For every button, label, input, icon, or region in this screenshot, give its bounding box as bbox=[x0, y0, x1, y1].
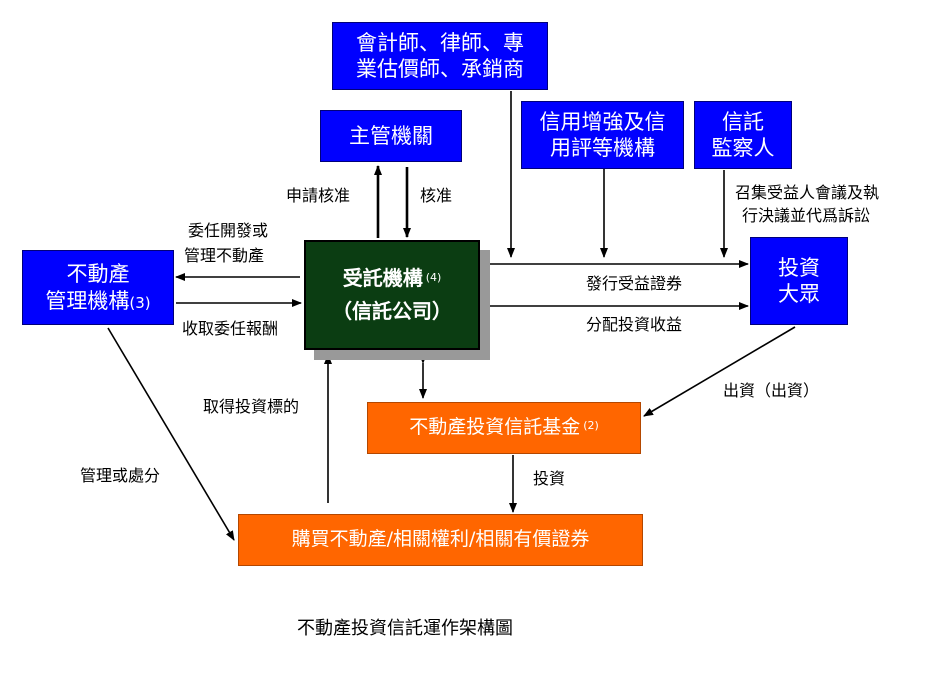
property-manager-note: (3) bbox=[129, 293, 151, 312]
property-manager-line2: 管理機構 bbox=[45, 288, 130, 313]
investors-line2: 大眾 bbox=[778, 282, 820, 306]
purchase-label: 購買不動產/相關權利/相關有價證券 bbox=[291, 528, 590, 551]
trustee-box: 受託機構(4) （信託公司） bbox=[304, 240, 480, 350]
trustee-line1-wrap: 受託機構(4) bbox=[343, 266, 442, 291]
credit-rating-box: 信用增強及信 用評等機構 bbox=[521, 101, 684, 169]
arrow-contribute bbox=[643, 326, 796, 417]
fund-label: 不動產投資信託基金 bbox=[409, 416, 581, 439]
credit-rating-line2: 用評等機構 bbox=[550, 136, 655, 160]
label-contribute: 出資（出資） bbox=[723, 381, 820, 400]
regulator-label: 主管機關 bbox=[349, 123, 433, 148]
fund-note: (2) bbox=[583, 419, 599, 433]
trustee-line2: （信託公司） bbox=[332, 299, 452, 323]
label-approve: 核准 bbox=[420, 186, 453, 205]
supervisor-line1: 信託 bbox=[722, 109, 764, 134]
label-entrust-1: 委任開發或 bbox=[188, 221, 269, 240]
professionals-line2: 業估價師、承銷商 bbox=[356, 57, 524, 81]
regulator-box: 主管機關 bbox=[320, 110, 462, 162]
label-invest: 投資 bbox=[533, 469, 566, 488]
fund-box: 不動產投資信託基金(2) bbox=[367, 402, 641, 454]
label-issue: 發行受益證券 bbox=[586, 274, 683, 293]
supervisor-box: 信託 監察人 bbox=[694, 101, 792, 169]
trustee-line1: 受託機構 bbox=[342, 266, 423, 290]
professionals-box: 會計師、律師、專 業估價師、承銷商 bbox=[332, 22, 548, 90]
diagram-caption: 不動產投資信託運作架構圖 bbox=[297, 618, 513, 639]
label-acquire: 取得投資標的 bbox=[203, 397, 300, 416]
supervisor-line2: 監察人 bbox=[711, 136, 775, 160]
investors-box: 投資 大眾 bbox=[750, 237, 848, 325]
trustee-note: (4) bbox=[425, 271, 442, 284]
label-meeting-1: 召集受益人會議及執 bbox=[735, 183, 880, 202]
credit-rating-line1: 信用增強及信 bbox=[539, 109, 666, 134]
label-entrust-2: 管理不動產 bbox=[184, 246, 265, 265]
professionals-line1: 會計師、律師、專 bbox=[356, 30, 524, 55]
investors-line1: 投資 bbox=[778, 255, 820, 280]
label-distribute: 分配投資收益 bbox=[586, 315, 683, 334]
label-fee: 收取委任報酬 bbox=[182, 319, 279, 338]
purchase-box: 購買不動產/相關權利/相關有價證券 bbox=[238, 514, 643, 566]
arrow-manage bbox=[107, 327, 235, 541]
property-manager-line2-wrap: 管理機構(3) bbox=[45, 288, 150, 314]
fund-label-wrap: 不動產投資信託基金(2) bbox=[409, 416, 599, 440]
label-meeting-2: 行決議並代爲訴訟 bbox=[742, 206, 871, 225]
property-manager-line1: 不動產 bbox=[66, 262, 130, 287]
label-manage: 管理或處分 bbox=[80, 466, 161, 485]
label-apply: 申請核准 bbox=[286, 186, 351, 205]
property-manager-box: 不動產 管理機構(3) bbox=[22, 250, 174, 325]
